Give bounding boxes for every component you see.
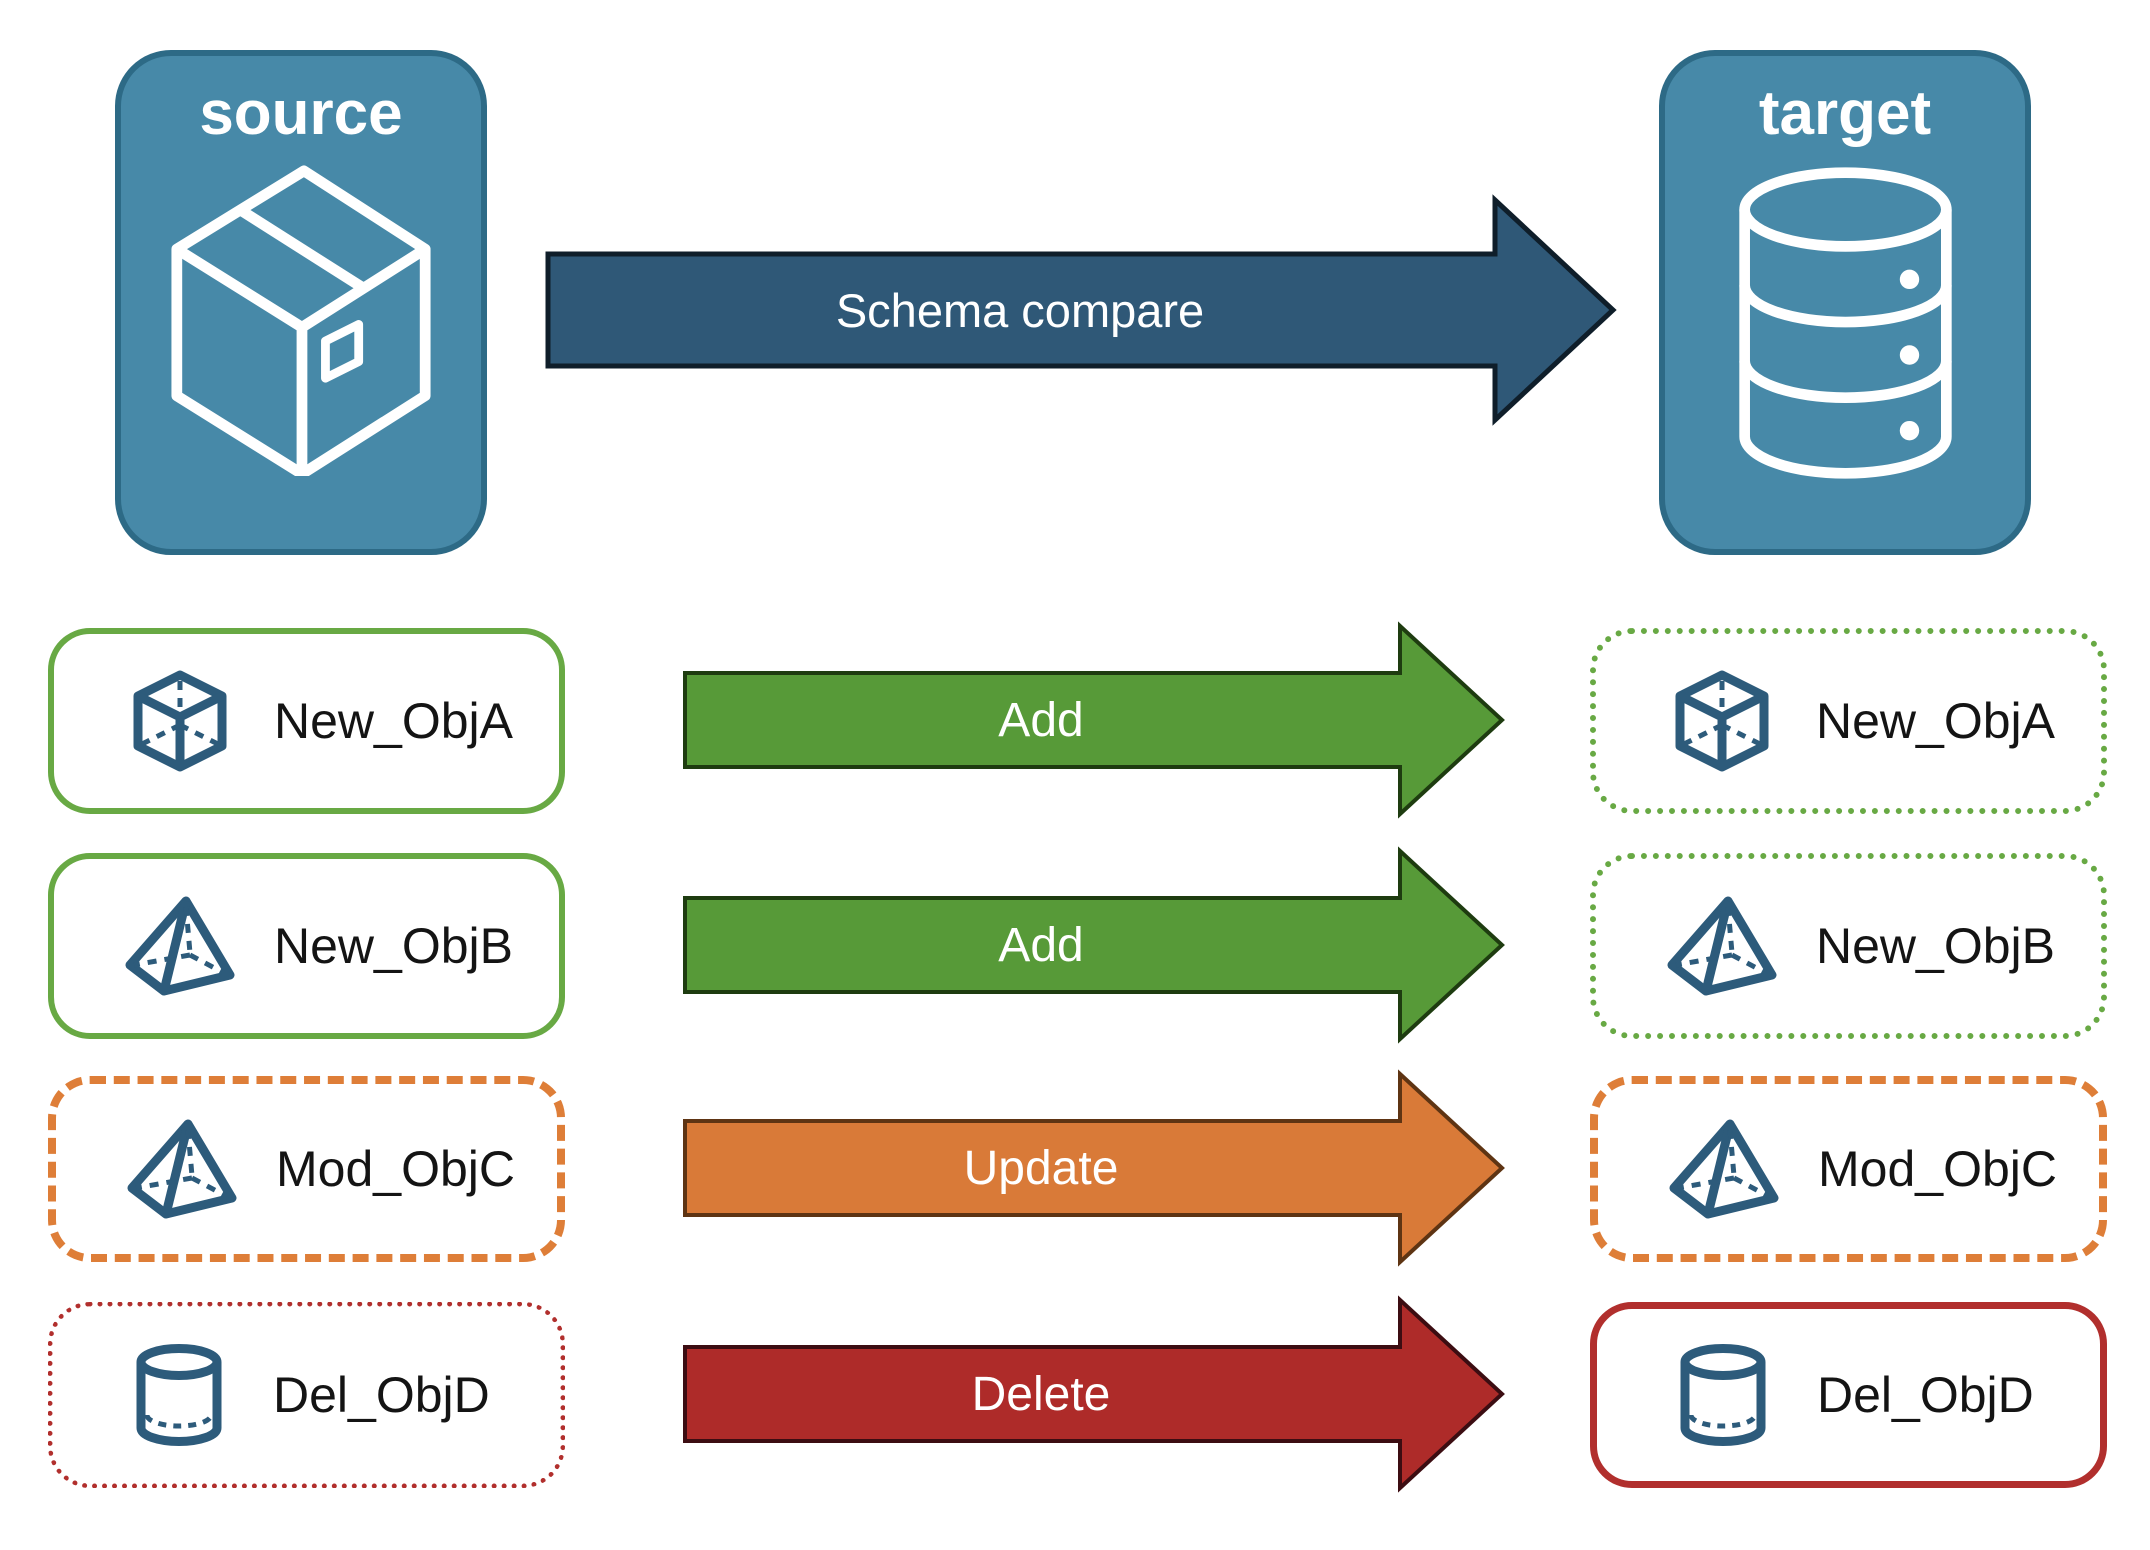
target-object-card-new-objb: New_ObjB <box>1590 853 2107 1039</box>
object-label: New_ObjB <box>274 918 513 974</box>
delete-arrow-shape <box>683 1295 1505 1493</box>
object-label: New_ObjB <box>1816 918 2055 974</box>
source-object-card-mod-objc: Mod_ObjC <box>48 1076 565 1262</box>
source-object-card-new-objb: New_ObjB <box>48 853 565 1039</box>
add-arrow-label: Add <box>998 918 1084 972</box>
pyramid-icon <box>1662 895 1782 997</box>
add-arrow-shape <box>683 846 1505 1044</box>
source-object-card-del-objd: Del_ObjD <box>48 1302 565 1488</box>
target-object-card-del-objd: Del_ObjD <box>1590 1302 2107 1488</box>
update-arrow-label: Update <box>963 1141 1119 1195</box>
delete-arrow: Delete <box>682 1294 1507 1494</box>
object-label: New_ObjA <box>1816 693 2055 749</box>
delete-arrow-label: Delete <box>971 1367 1111 1421</box>
add-arrow-row2: Add <box>682 845 1507 1045</box>
pyramid-icon <box>120 895 240 997</box>
target-object-card-mod-objc: Mod_ObjC <box>1590 1076 2107 1262</box>
source-object-card-new-obja: New_ObjA <box>48 628 565 814</box>
cylinder-icon <box>119 1343 239 1447</box>
package-box-icon <box>169 163 433 476</box>
schema-compare-arrow: Schema compare <box>545 190 1620 430</box>
pyramid-icon <box>1664 1118 1784 1220</box>
schema-compare-label: Schema compare <box>835 283 1205 337</box>
object-label: Del_ObjD <box>273 1367 490 1423</box>
source-node: source <box>115 50 487 555</box>
update-arrow-shape <box>683 1069 1505 1267</box>
target-object-card-new-obja: New_ObjA <box>1590 628 2107 814</box>
schema-compare-arrow-shape <box>545 194 1617 426</box>
update-arrow: Update <box>682 1068 1507 1268</box>
target-node-title: target <box>1758 79 1932 148</box>
pyramid-icon <box>122 1118 242 1220</box>
cylinder-icon <box>1663 1343 1783 1447</box>
add-arrow-shape <box>683 621 1505 819</box>
cube-icon <box>1662 669 1782 773</box>
add-arrow-label: Add <box>998 693 1084 747</box>
source-node-title: source <box>199 79 403 148</box>
object-label: Mod_ObjC <box>1818 1141 2057 1197</box>
target-node: target <box>1659 50 2031 555</box>
object-label: New_ObjA <box>274 693 513 749</box>
database-icon <box>1729 163 1962 483</box>
add-arrow-row1: Add <box>682 620 1507 820</box>
cube-icon <box>120 669 240 773</box>
object-label: Del_ObjD <box>1817 1367 2034 1423</box>
object-label: Mod_ObjC <box>276 1141 515 1197</box>
